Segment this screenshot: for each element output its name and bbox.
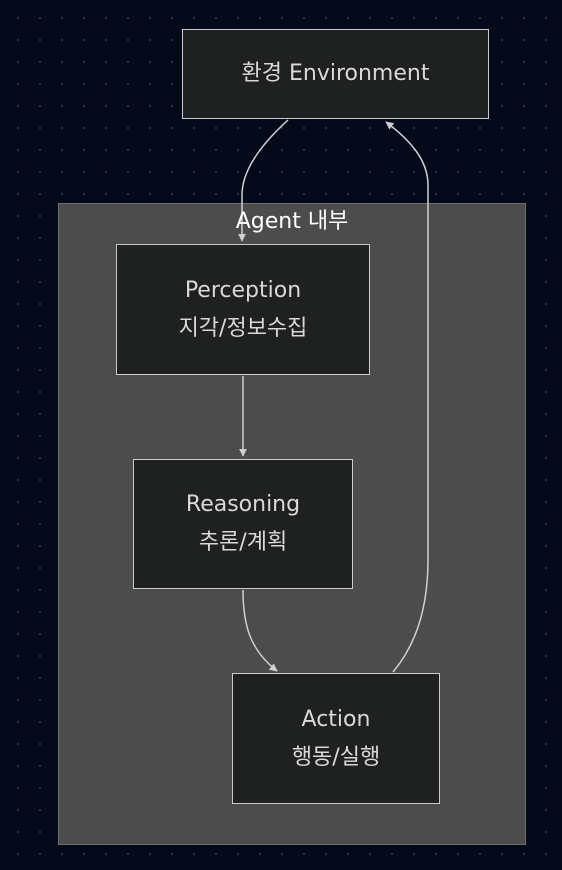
node-reasoning-title: Reasoning — [185, 492, 301, 517]
node-perception-subtitle: 지각/정보수집 — [178, 315, 308, 341]
node-action[interactable]: Action 행동/실행 — [232, 673, 440, 804]
edge-reasoning-to-action — [242, 589, 278, 672]
node-reasoning-subtitle: 추론/계획 — [198, 530, 288, 555]
node-environment-label: 환경 Environment — [241, 61, 430, 86]
node-environment[interactable]: 환경 Environment — [182, 29, 489, 119]
node-reasoning[interactable]: Reasoning 추론/계획 — [133, 459, 353, 589]
edge-environment-to-perception — [238, 119, 289, 242]
node-perception[interactable]: Perception 지각/정보수집 — [116, 244, 370, 375]
node-action-title: Action — [301, 706, 371, 732]
node-perception-title: Perception — [184, 277, 302, 303]
node-action-subtitle: 행동/실행 — [291, 744, 381, 770]
edge-action-to-environment — [385, 121, 429, 673]
agent-cluster-title: Agent 내부 — [235, 209, 349, 234]
